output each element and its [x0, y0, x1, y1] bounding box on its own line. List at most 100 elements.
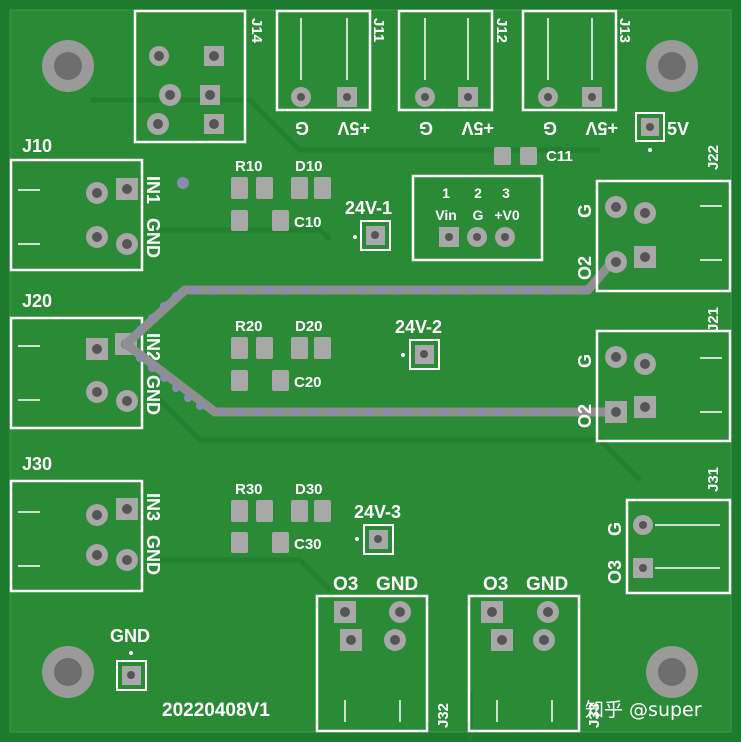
j30-ref: J30: [22, 454, 52, 474]
trace-via: [160, 374, 168, 382]
j33-gnd-label: GND: [526, 574, 568, 595]
trace-via: [376, 286, 384, 294]
header-j14: J14: [133, 9, 265, 144]
pad-5v: 5V: [635, 112, 689, 152]
r20-label: R20: [235, 318, 263, 335]
j12-g-label: G: [419, 118, 433, 138]
trace-via: [413, 286, 421, 294]
j20-gnd-label: GND: [143, 375, 163, 415]
trace-via: [477, 408, 485, 416]
j22-ref: J22: [705, 145, 722, 170]
trace-via: [209, 286, 218, 294]
c20-label: C20: [294, 374, 322, 391]
trace-via: [505, 286, 514, 294]
gnd-pad-label: GND: [110, 626, 150, 646]
j14-ref: J14: [248, 18, 265, 44]
reg-pin1: 1: [442, 185, 450, 201]
trace-via: [458, 408, 467, 416]
input-connector-j30: J30 IN3 GND: [9, 454, 163, 593]
version-text: 20220408V1: [162, 700, 270, 721]
reg-g: G: [473, 207, 484, 223]
reg-pin3: 3: [502, 185, 510, 201]
d30-label: D30: [295, 481, 323, 498]
watermark-text: 知乎 @super: [585, 699, 702, 721]
trace-via: [236, 408, 245, 416]
header-j12: J12 G +5V: [397, 9, 510, 138]
signal-trace-in2: [121, 257, 625, 417]
trace-via: [172, 384, 180, 392]
trace-via: [191, 286, 199, 294]
trace-via: [487, 286, 495, 294]
trace-via: [421, 408, 430, 416]
mounting-hole-bl: [42, 646, 94, 698]
input-connector-j10: J10 IN1 GND: [9, 136, 163, 272]
j13-ref: J13: [616, 18, 633, 43]
reg-vin: Vin: [435, 207, 457, 223]
channel-2: R20 D20 C20 24V-2: [231, 317, 442, 391]
trace-via: [302, 286, 310, 294]
j30-in-label: IN3: [143, 493, 163, 521]
tp-24v-1-label: 24V-1: [345, 198, 392, 218]
channel-1: R10 D10 C10 24V-1: [231, 158, 392, 251]
via: [177, 177, 189, 189]
trace-via: [148, 314, 156, 322]
header-j11: J11 G +5V: [275, 9, 387, 138]
trace-via: [394, 286, 403, 294]
j30-gnd-label: GND: [143, 535, 163, 575]
r30-label: R30: [235, 481, 263, 498]
j21-ref: J21: [705, 307, 722, 332]
j11-ref: J11: [370, 18, 387, 42]
j10-ref: J10: [22, 136, 52, 156]
output-connector-j32: O3 GND J32: [315, 574, 452, 733]
trace-via: [265, 286, 273, 294]
j32-gnd-label: GND: [376, 574, 418, 595]
cap-c11: C11: [494, 147, 573, 165]
j33-o-label: O3: [483, 574, 508, 595]
trace-via: [339, 286, 347, 294]
copper-pour: [9, 9, 732, 733]
trace-via: [450, 286, 458, 294]
reg-pin2: 2: [474, 185, 482, 201]
c10-label: C10: [294, 214, 322, 231]
j10-in-label: IN1: [143, 176, 163, 204]
j11-5v-label: +5V: [337, 118, 370, 138]
trace-via: [384, 408, 393, 416]
j31-o-label: O3: [605, 560, 625, 584]
c11-label: C11: [546, 148, 573, 165]
trace-via: [228, 286, 236, 294]
trace-via: [218, 408, 226, 416]
j21-o-label: O2: [575, 404, 595, 428]
mounting-holes: [42, 40, 698, 698]
mounting-hole-br: [646, 646, 698, 698]
j12-ref: J12: [493, 18, 510, 43]
trace-via: [514, 408, 522, 416]
trace-via: [246, 286, 255, 294]
j33-ref: J33: [586, 703, 603, 728]
trace-via: [292, 408, 300, 416]
tp-24v-2-label: 24V-2: [395, 317, 442, 337]
j20-ref: J20: [22, 291, 52, 311]
j21-g-label: G: [575, 354, 595, 368]
pad-5v-label: 5V: [667, 119, 689, 139]
j32-ref: J32: [435, 703, 452, 728]
trace-via: [136, 326, 144, 334]
j22-g-label: G: [575, 204, 595, 218]
trace-via: [320, 286, 329, 294]
trace-via: [160, 302, 168, 310]
output-connector-j22: J22 G O2: [575, 145, 732, 293]
regulator: 1 2 3 Vin G +V0: [411, 174, 544, 262]
c30-label: C30: [294, 536, 322, 553]
trace-via: [310, 408, 319, 416]
trace-via: [440, 408, 448, 416]
j31-g-label: G: [605, 522, 625, 536]
gnd-pad: GND: [110, 626, 150, 691]
trace-via: [172, 292, 180, 300]
mounting-hole-tr: [646, 40, 698, 92]
trace-via: [347, 408, 356, 416]
header-j13: J13 G +5V: [521, 9, 633, 138]
j12-5v-label: +5V: [461, 118, 494, 138]
j10-gnd-label: GND: [143, 218, 163, 258]
trace-via: [136, 354, 144, 362]
trace-via: [579, 286, 588, 294]
trace-via: [283, 286, 292, 294]
